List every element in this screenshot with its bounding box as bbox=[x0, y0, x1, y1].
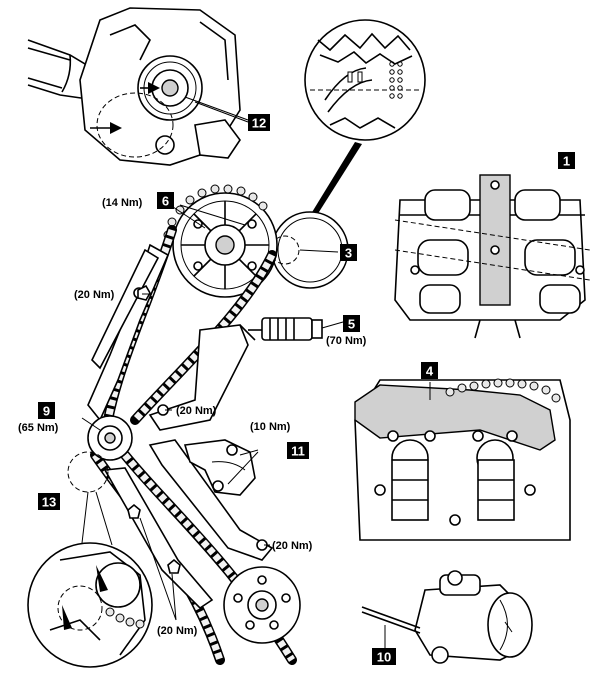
torque-label-bracket: (10 Nm) bbox=[250, 421, 291, 433]
crankshaft-sprocket bbox=[67, 415, 133, 493]
callout-13: 13 bbox=[38, 493, 60, 510]
svg-text:1: 1 bbox=[563, 154, 570, 169]
inset-crankshaft-detail bbox=[27, 491, 153, 668]
inset-camshaft-detail bbox=[27, 7, 249, 166]
chain-guides bbox=[87, 243, 274, 610]
callout-5: 5 bbox=[343, 315, 360, 332]
tensioner-rail bbox=[148, 324, 249, 431]
callout-9: 9 bbox=[38, 402, 55, 419]
torque-label-guide-middle: (20 Nm) bbox=[176, 405, 217, 417]
callout-11: 11 bbox=[287, 442, 309, 459]
torque-label-tensioner: (70 Nm) bbox=[326, 335, 367, 347]
crankshaft-pulley bbox=[223, 566, 301, 644]
callout-3: 3 bbox=[340, 244, 357, 261]
callout-6: 6 bbox=[157, 192, 174, 209]
camshafts-view bbox=[394, 174, 591, 339]
torque-label-sprocket: (14 Nm) bbox=[102, 197, 143, 209]
timing-mark-dots bbox=[389, 61, 403, 99]
callout-10: 10 bbox=[372, 648, 396, 665]
guide-rail-right bbox=[148, 439, 274, 561]
intake-gear bbox=[271, 211, 349, 289]
chain-tensioner bbox=[248, 317, 323, 341]
callout-12: 12 bbox=[248, 114, 270, 131]
torque-label-crank: (65 Nm) bbox=[18, 422, 59, 434]
svg-text:5: 5 bbox=[348, 317, 355, 332]
svg-text:13: 13 bbox=[42, 495, 56, 510]
svg-text:10: 10 bbox=[377, 650, 391, 665]
svg-text:12: 12 bbox=[252, 116, 266, 131]
torque-label-guide-lower: (20 Nm) bbox=[272, 540, 313, 552]
svg-text:9: 9 bbox=[43, 404, 50, 419]
svg-text:11: 11 bbox=[291, 444, 305, 459]
torque-label-guide-bottom: (20 Nm) bbox=[157, 625, 198, 637]
svg-text:6: 6 bbox=[162, 194, 169, 209]
inset-timing-mark-detail bbox=[295, 19, 426, 242]
callout-1: 1 bbox=[558, 152, 575, 169]
tensioner-pin-view bbox=[361, 570, 533, 664]
svg-text:3: 3 bbox=[345, 246, 352, 261]
callout-4: 4 bbox=[421, 362, 438, 379]
leader-lines bbox=[81, 204, 431, 648]
guide-rail-lower bbox=[103, 467, 214, 610]
svg-text:4: 4 bbox=[426, 364, 434, 379]
camshaft-locking-tool-view bbox=[354, 378, 571, 541]
bracket-part bbox=[183, 439, 256, 496]
torque-label-guide-upper: (20 Nm) bbox=[74, 289, 115, 301]
